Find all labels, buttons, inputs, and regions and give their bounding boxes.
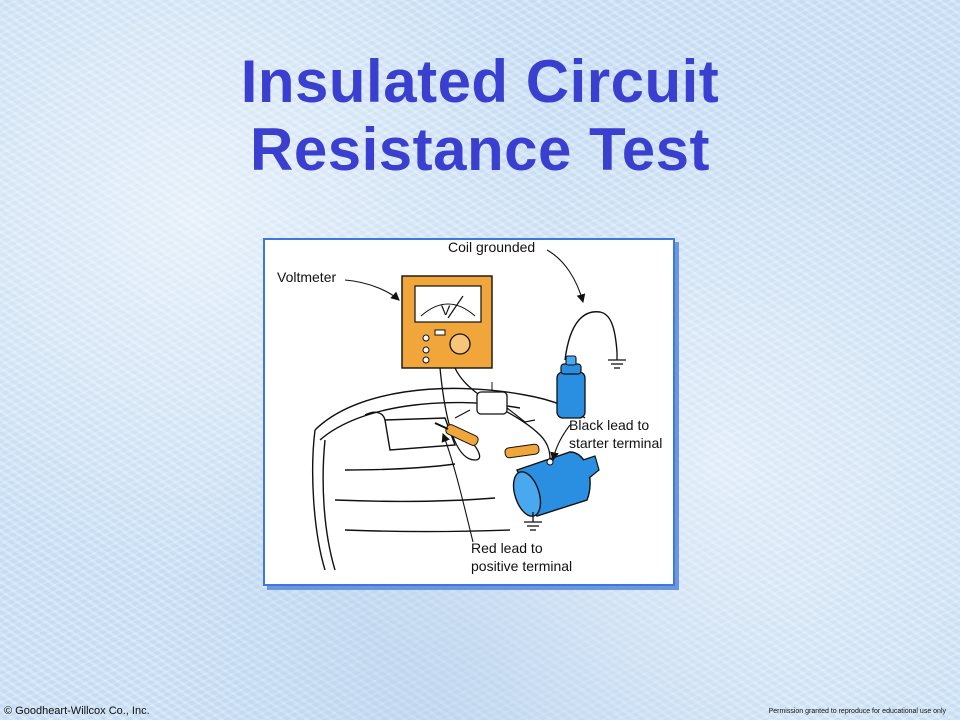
label-voltmeter: Voltmeter xyxy=(277,269,336,285)
callout-arrows xyxy=(344,249,586,543)
label-black-lead-line2: starter terminal xyxy=(569,435,662,451)
solenoid-icon xyxy=(454,382,536,423)
slide-title: Insulated Circuit Resistance Test xyxy=(0,48,960,184)
copyright-text: © Goodheart-Willcox Co., Inc. xyxy=(4,705,150,717)
title-line-1: Insulated Circuit xyxy=(240,48,720,115)
voltmeter-icon: V xyxy=(401,275,493,369)
label-coil-grounded: Coil grounded xyxy=(448,240,535,255)
meter-symbol: V xyxy=(441,302,451,318)
starter-motor-icon xyxy=(512,451,600,517)
ground-symbol-starter xyxy=(524,512,542,531)
diagram-figure: V xyxy=(263,238,675,586)
ground-symbol-coil xyxy=(608,352,626,369)
label-black-lead-line1: Black lead to xyxy=(569,417,649,433)
red-lead-probe xyxy=(434,422,479,446)
black-lead-probe xyxy=(504,443,540,459)
car-body xyxy=(312,387,586,571)
title-line-2: Resistance Test xyxy=(250,116,710,183)
ignition-coil-icon xyxy=(556,311,618,419)
label-red-lead-line1: Red lead to xyxy=(471,540,543,556)
label-red-lead-line2: positive terminal xyxy=(471,558,572,574)
permission-text: Permission granted to reproduce for educ… xyxy=(768,708,946,715)
circuit-diagram: V xyxy=(277,240,662,574)
